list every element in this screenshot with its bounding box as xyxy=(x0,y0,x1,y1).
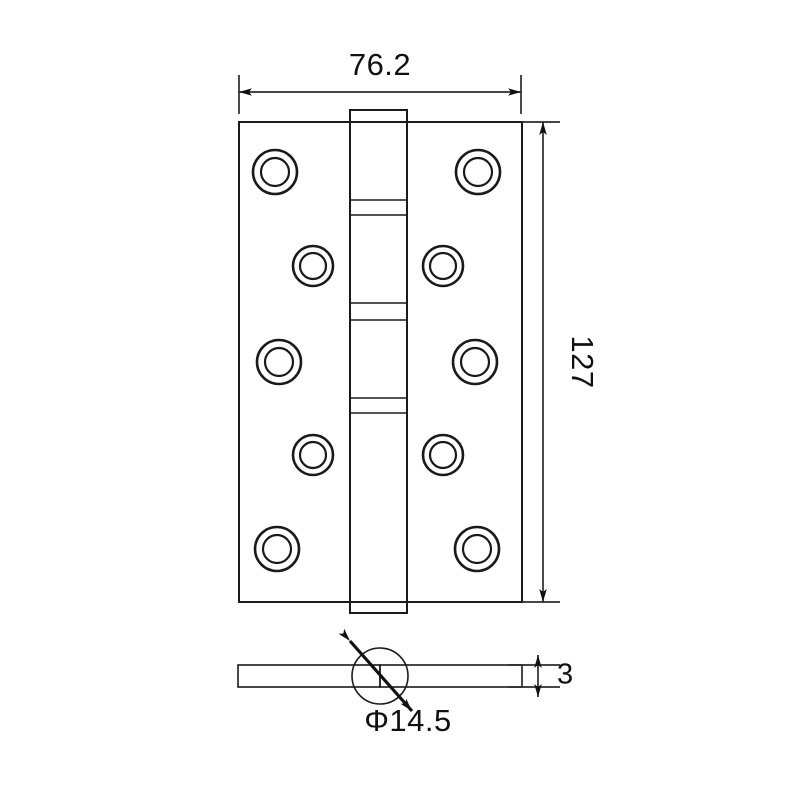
front-elevation-view xyxy=(238,109,523,614)
screw-hole-5 xyxy=(451,338,499,386)
screw-hole-7 xyxy=(421,433,465,477)
screw-hole-1 xyxy=(454,148,502,196)
screw-hole-outer-ring xyxy=(453,525,501,573)
width-dimension-group: 76.2 xyxy=(238,47,522,114)
screw-hole-outer-ring xyxy=(421,244,465,288)
screw-hole-inner-ring xyxy=(459,346,491,378)
screw-hole-inner-ring xyxy=(462,156,494,188)
screw-hole-2 xyxy=(291,244,335,288)
screw-hole-0 xyxy=(251,148,299,196)
pin-diameter-leader-line xyxy=(338,628,414,713)
pin-diameter-group: Φ14.5 xyxy=(338,628,452,738)
thickness-dimension-group: 3 xyxy=(508,655,573,697)
screw-hole-outer-ring xyxy=(291,433,335,477)
screw-hole-inner-ring xyxy=(298,251,328,281)
screw-hole-inner-ring xyxy=(428,440,458,470)
screw-hole-inner-ring xyxy=(461,533,493,565)
thickness-dimension-label: 3 xyxy=(557,659,573,691)
screw-hole-4 xyxy=(255,338,303,386)
screw-hole-inner-ring xyxy=(298,440,328,470)
screw-hole-outer-ring xyxy=(291,244,335,288)
screw-hole-inner-ring xyxy=(259,156,291,188)
screw-hole-3 xyxy=(421,244,465,288)
hinge-plate-outline xyxy=(238,121,523,603)
pin-diameter-label: Φ14.5 xyxy=(364,703,452,738)
section-right-leaf xyxy=(379,664,523,688)
screw-hole-9 xyxy=(453,525,501,573)
screw-hole-outer-ring xyxy=(251,148,299,196)
screw-hole-outer-ring xyxy=(421,433,465,477)
screw-hole-outer-ring xyxy=(451,338,499,386)
screw-hole-6 xyxy=(291,433,335,477)
screw-hole-outer-ring xyxy=(253,525,301,573)
screw-hole-inner-ring xyxy=(428,251,458,281)
height-dimension-label: 127 xyxy=(565,335,600,388)
height-dimension-group: 127 xyxy=(521,121,600,603)
knuckle-segment-dividers xyxy=(350,199,407,414)
hinge-knuckle-column xyxy=(349,109,408,614)
width-dimension-label: 76.2 xyxy=(349,47,411,82)
section-left-leaf xyxy=(237,664,381,688)
screw-hole-outer-ring xyxy=(255,338,303,386)
screw-hole-inner-ring xyxy=(261,533,293,565)
screw-hole-8 xyxy=(253,525,301,573)
screw-hole-inner-ring xyxy=(263,346,295,378)
screw-hole-group xyxy=(251,148,502,573)
screw-hole-outer-ring xyxy=(454,148,502,196)
